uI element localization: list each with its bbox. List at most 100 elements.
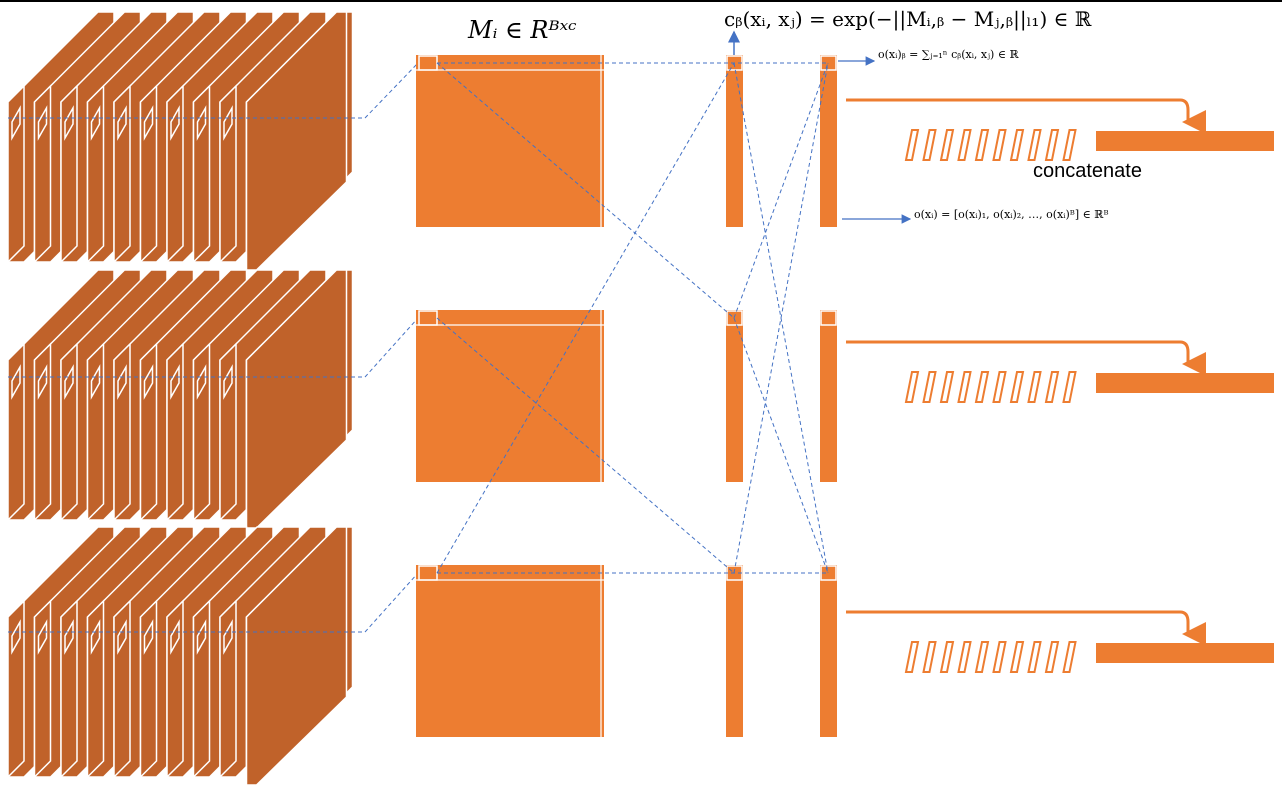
projection-line [8,317,419,378]
dashed-link [436,62,735,319]
matrix-block [416,565,604,737]
tensor-feature-window [143,619,154,655]
feature-window-icon [1009,371,1025,403]
feature-window-icon [992,129,1007,161]
tensor-layer-edge [86,84,105,264]
feature-window-icon [1044,641,1060,673]
projection-line [8,62,419,119]
matrix-block [416,310,604,482]
feature-window-icon [1027,371,1042,403]
tensor-feature-window [223,619,233,655]
tensor-feature-window [170,364,180,400]
output-feature-bar [1096,643,1274,663]
tensor-feature-window [143,105,154,141]
tensor-layer-edge [7,599,25,779]
matrix-block [416,55,604,227]
tensor-feature-window [37,105,48,141]
tensor-layer-edge [166,599,184,779]
tensor-layer-edge [192,84,211,264]
feature-window-icon [1062,371,1077,403]
feature-window-icon [1062,641,1077,673]
tensor-feature-window [64,364,74,400]
column-vector [820,310,837,482]
tensor-layer-edge [219,599,237,779]
column-vector [726,55,743,227]
tensor-layer-edge [192,599,211,779]
tensor-feature-window [117,364,127,400]
feature-window-icon [1027,129,1042,161]
tensor-feature-window [64,619,74,655]
tensor-layer-edge [113,84,131,264]
tensor-layer-edge [86,342,105,522]
concat-arrow [846,340,1206,376]
tensor-layer-edge [7,84,25,264]
feature-window-icon [922,371,937,403]
dashed-link [733,62,829,319]
tensor-feature-window [37,619,48,655]
dashed-link [733,317,829,574]
column-cell-highlight [820,310,837,326]
feature-window-icon [957,641,972,673]
tensor-feature-window [90,619,101,655]
tensor-layer-edge [192,342,211,522]
tensor-feature-window [11,364,21,400]
column-cell-highlight [820,565,837,581]
feature-window-icon [957,371,972,403]
tensor-layer-edge [113,342,131,522]
tensor-layer-edge [33,342,52,522]
feature-window-icon [957,129,972,161]
feature-window-icon [1027,641,1042,673]
dashed-link [436,317,735,574]
top-rule [0,0,1282,2]
tensor-feature-window [11,105,21,141]
tensor-layer-edge [166,342,184,522]
feature-window-icon [974,371,990,403]
feature-window-icon [992,371,1007,403]
concat-arrow [846,610,1206,646]
tensor-layer-edge [7,342,25,522]
tensor-feature-window [223,105,233,141]
tensor-feature-window [196,619,207,655]
concat-arrow [846,98,1206,134]
tensor-feature-window [170,619,180,655]
tensor-layer-edge [113,599,131,779]
tensor-feature-window [90,364,101,400]
tensor-feature-window [223,364,233,400]
output-feature-bar [1096,373,1274,393]
tensor-layer-edge [60,599,78,779]
tensor-feature-window [90,105,101,141]
tensor-layer-edge [33,84,52,264]
column-cell-highlight [820,55,837,71]
feature-window-icon [939,129,955,161]
feature-window-icon [904,371,920,403]
feature-window-icon [1009,641,1025,673]
matrix-label: Mᵢ ∈ Rᴮˣᶜ [468,16,577,44]
feature-window-icon [1009,129,1025,161]
feature-window-icon [922,641,937,673]
column-vector [820,55,837,227]
feature-window-icon [974,129,990,161]
tensor-layer-edge [166,84,184,264]
tensor-layer-edge [60,342,78,522]
column-vector [726,565,743,737]
tensor-layer-edge [139,599,158,779]
column-cell-highlight [726,310,743,326]
feature-window-icon [904,641,920,673]
tensor-feature-window [196,364,207,400]
tensor-layer-edge [219,342,237,522]
feature-window-icon [939,371,955,403]
feature-window-icon [939,641,955,673]
output-feature-bar [1096,131,1274,151]
feature-window-icon [904,129,920,161]
tensor-layer-edge [33,599,52,779]
tensor-layer-edge [139,84,158,264]
feature-window-icon [1044,129,1060,161]
similarity-formula: cᵦ(xᵢ, xⱼ) = exp(−||Mᵢ,ᵦ − Mⱼ,ᵦ||ₗ₁) ∈ ℝ [724,7,1092,31]
tensor-feature-window [117,105,127,141]
dashed-link [733,62,829,574]
tensor-feature-window [196,105,207,141]
tensor-front-layer [245,526,348,785]
tensor-layer-edge [60,84,78,264]
tensor-feature-window [117,619,127,655]
